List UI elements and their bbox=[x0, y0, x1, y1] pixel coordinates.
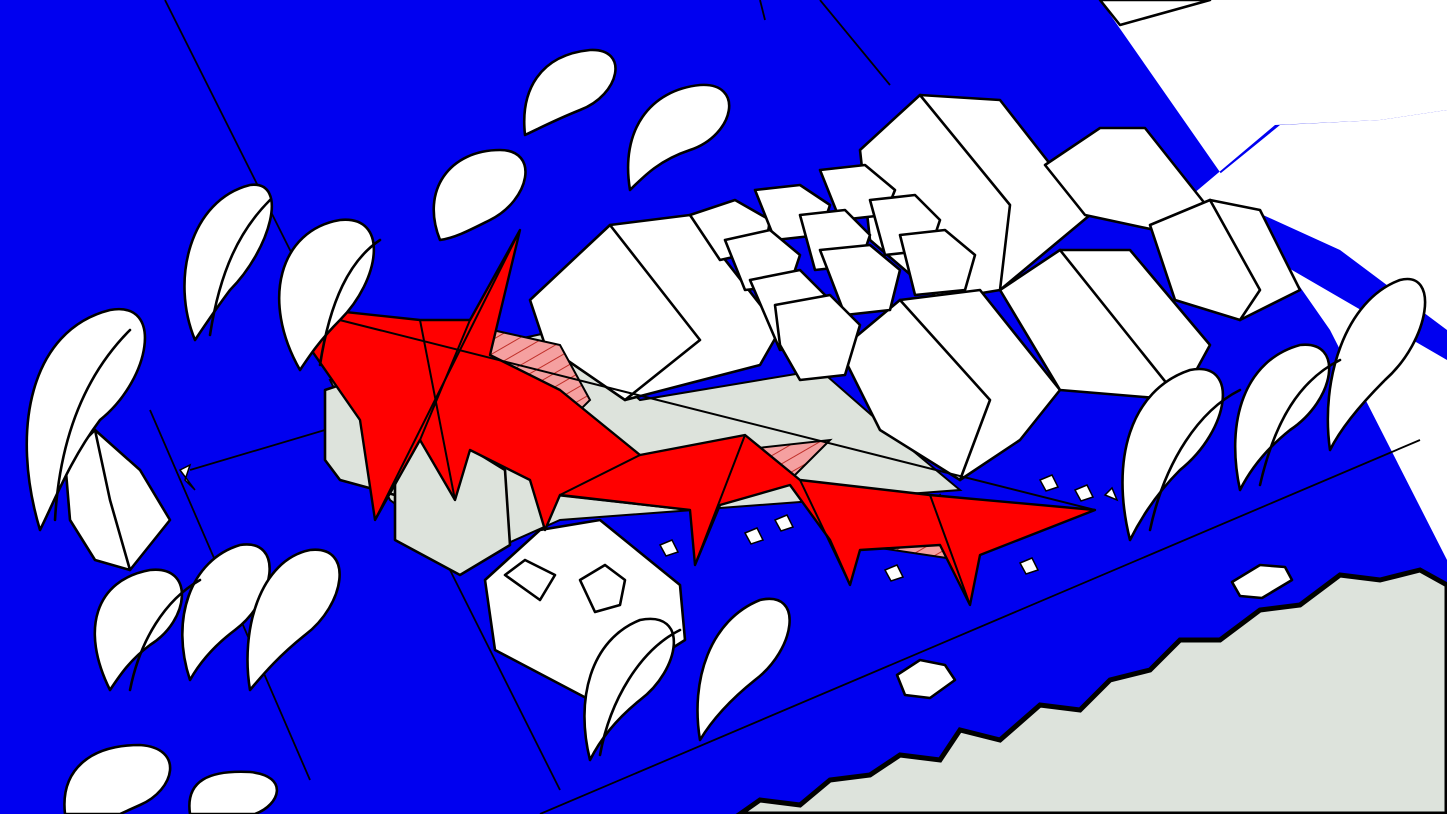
axonometric-sketch bbox=[0, 0, 1447, 814]
